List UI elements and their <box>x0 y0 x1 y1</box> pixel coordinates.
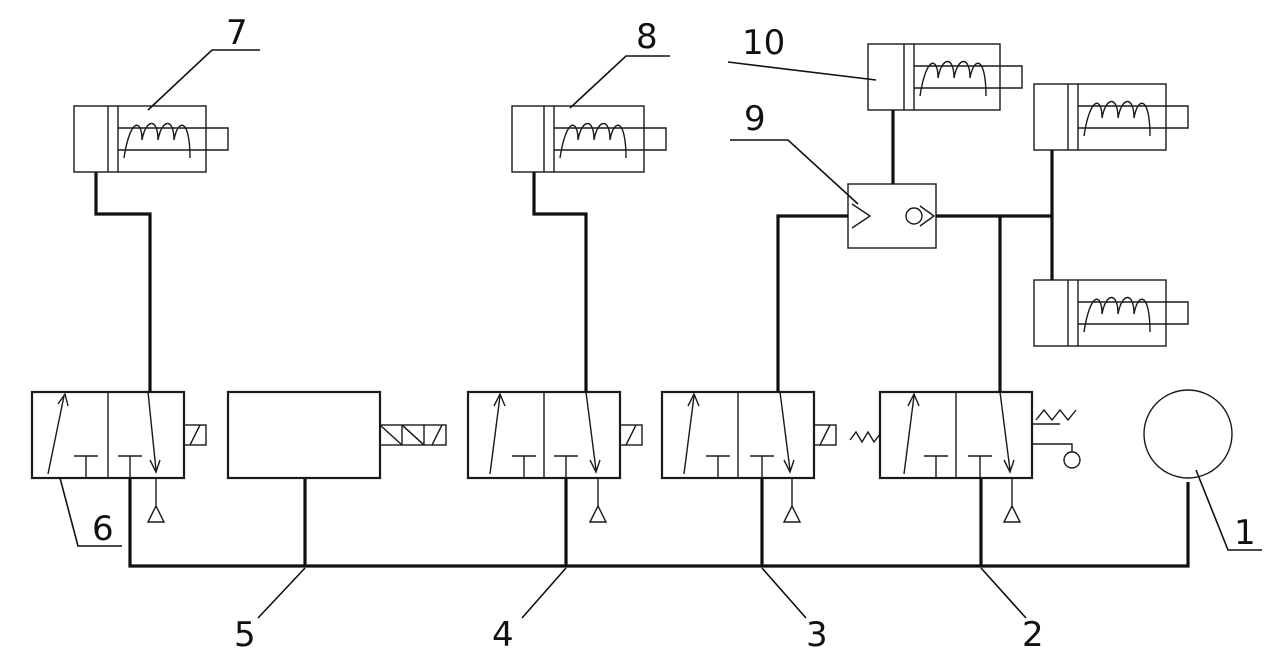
label-1: 1 <box>1234 513 1256 553</box>
cylinder-right-top <box>1033 83 1189 151</box>
main-supply-line <box>128 478 1190 568</box>
label-10: 10 <box>742 23 785 63</box>
leader-lines <box>59 49 1262 619</box>
compressor <box>1143 389 1233 479</box>
distributor-5 <box>226 390 447 480</box>
label-8: 8 <box>636 17 658 57</box>
valve-4 <box>466 390 643 523</box>
label-2: 2 <box>1022 615 1044 649</box>
shuttle-valve-9 <box>847 183 937 249</box>
label-7: 7 <box>226 13 248 53</box>
label-3: 3 <box>806 615 828 649</box>
label-9: 9 <box>744 99 766 139</box>
cylinder-8 <box>511 105 667 173</box>
valve-6 <box>30 390 207 523</box>
label-6: 6 <box>92 509 114 549</box>
valve-spring-icon <box>849 430 881 444</box>
label-5: 5 <box>234 615 256 649</box>
valve-3 <box>660 390 837 523</box>
cylinder-7 <box>73 105 229 173</box>
cylinder-10 <box>867 43 1023 111</box>
label-4: 4 <box>492 615 514 649</box>
valve-2 <box>878 390 1081 523</box>
cylinder-right-bottom <box>1033 279 1189 347</box>
